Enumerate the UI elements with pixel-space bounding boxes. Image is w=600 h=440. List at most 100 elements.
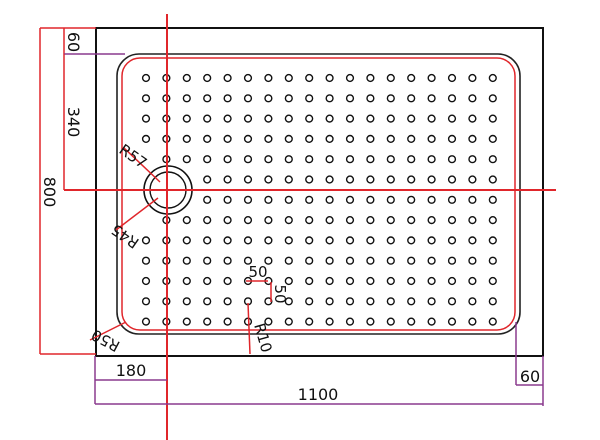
drain-hole	[407, 155, 416, 164]
drain-hole	[447, 155, 457, 164]
drain-hole	[447, 134, 457, 144]
drain-hole	[488, 114, 497, 123]
tray-outer-outline	[95, 27, 544, 357]
drain-hole	[386, 114, 395, 123]
drain-hole	[305, 317, 314, 326]
drain-hole	[223, 195, 232, 204]
drain-hole	[284, 236, 293, 245]
drain-hole	[407, 114, 416, 123]
drain-hole	[305, 94, 314, 103]
drain-hole	[325, 175, 334, 184]
drain-hole	[182, 94, 191, 103]
drain-hole	[305, 114, 314, 123]
drain-hole	[325, 94, 334, 103]
drain-hole	[325, 276, 334, 286]
drain-hole	[203, 94, 212, 103]
drain-hole	[386, 94, 395, 103]
drain-hole	[407, 195, 416, 204]
drain-hole	[243, 94, 253, 103]
drain-hole	[203, 175, 212, 184]
drain-hole	[325, 134, 334, 144]
drain-hole	[203, 134, 212, 144]
drain-hole	[345, 155, 355, 164]
drain-hole	[243, 195, 253, 204]
drain-hole	[305, 134, 314, 144]
drain-hole	[488, 256, 497, 265]
drain-hole	[345, 297, 355, 306]
drain-hole	[141, 134, 151, 144]
drain-hole	[284, 195, 293, 204]
drain-hole	[407, 216, 416, 225]
drain-hole	[488, 155, 497, 164]
drain-hole	[468, 73, 477, 83]
drain-hole	[284, 94, 293, 103]
drain-hole	[243, 73, 253, 83]
drain-hole	[488, 297, 497, 306]
drain-hole	[366, 236, 375, 245]
drain-hole	[447, 297, 457, 306]
drain-hole	[488, 317, 497, 326]
drain-hole	[407, 297, 416, 306]
drain-hole	[203, 317, 212, 326]
drain-hole	[468, 155, 477, 164]
drain-hole	[264, 94, 273, 103]
drain-hole	[141, 73, 151, 83]
r50-leader	[89, 321, 127, 341]
drain-hole	[264, 73, 273, 83]
drain-hole	[305, 216, 314, 225]
drain-hole	[284, 317, 293, 326]
drain-hole	[223, 73, 232, 83]
drain-hole	[182, 297, 191, 306]
drain-hole	[407, 94, 416, 103]
drain-hole	[447, 256, 457, 265]
drain-hole	[427, 175, 436, 184]
drain-hole	[386, 155, 395, 164]
r45-leader	[115, 197, 159, 231]
drain-hole	[468, 317, 477, 326]
drain-hole	[243, 134, 253, 144]
drain-hole	[345, 276, 355, 286]
drain-hole	[366, 297, 375, 306]
r45-label: R45	[108, 220, 143, 252]
drain-hole	[345, 73, 355, 83]
drain-hole	[407, 236, 416, 245]
drain-hole	[264, 175, 273, 184]
drain-hole	[305, 236, 314, 245]
drain-hole	[305, 276, 314, 286]
drain-hole	[264, 236, 273, 245]
drain-hole	[345, 317, 355, 326]
drain-hole	[141, 317, 151, 326]
drain-hole	[223, 276, 232, 286]
drain-hole	[305, 175, 314, 184]
drain-hole	[386, 317, 395, 326]
drain-hole	[468, 236, 477, 245]
drain-hole	[223, 216, 232, 225]
drain-hole	[468, 114, 477, 123]
drain-hole	[366, 256, 375, 265]
drain-hole	[325, 297, 334, 306]
drain-hole	[488, 94, 497, 103]
drain-hole	[366, 134, 375, 144]
drain-hole	[447, 175, 457, 184]
drain-hole	[468, 256, 477, 265]
r10-label: R10	[250, 321, 275, 354]
drain-hole	[407, 317, 416, 326]
drain-hole	[366, 175, 375, 184]
tray-inner-outline	[116, 53, 521, 335]
drain-hole	[427, 256, 436, 265]
drain-hole	[325, 114, 334, 123]
drain-hole	[223, 256, 232, 265]
drain-hole	[325, 216, 334, 225]
drain-hole	[325, 195, 334, 204]
drain-hole	[182, 134, 191, 144]
drain-hole	[447, 195, 457, 204]
drain-hole	[427, 195, 436, 204]
drain-hole	[141, 297, 151, 306]
drain-hole	[264, 134, 273, 144]
drain-hole	[203, 297, 212, 306]
drain-hole	[284, 134, 293, 144]
drain-hole	[488, 73, 497, 83]
drain-hole	[345, 256, 355, 265]
drain-hole	[141, 94, 151, 103]
drain-hole	[141, 256, 151, 265]
